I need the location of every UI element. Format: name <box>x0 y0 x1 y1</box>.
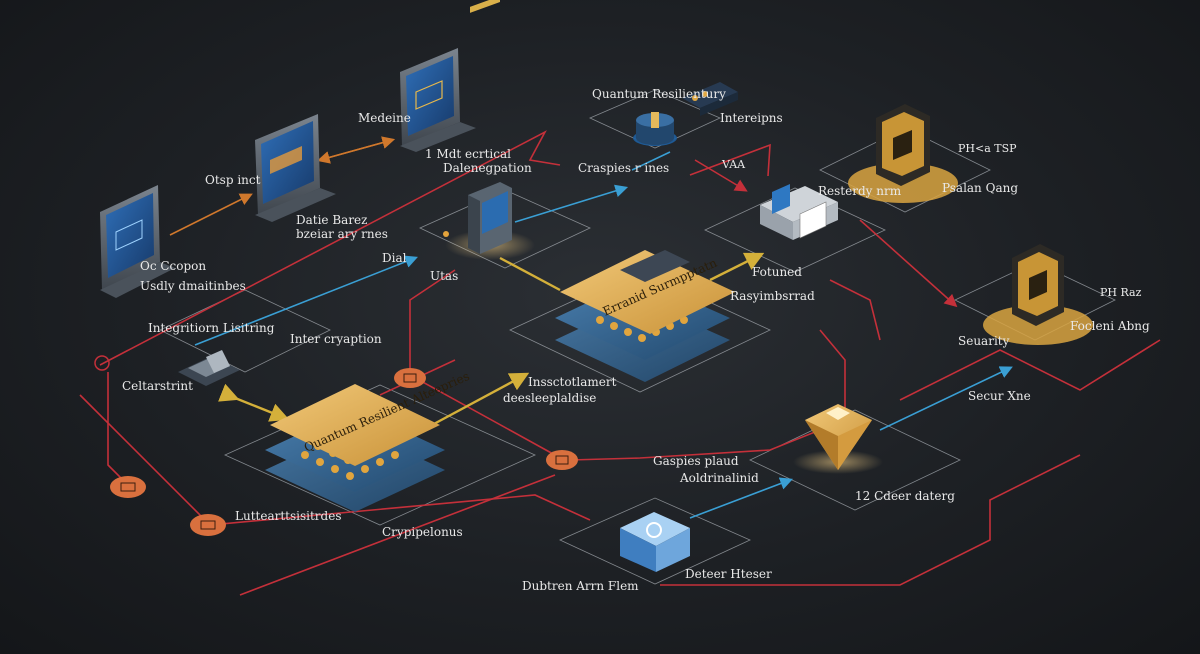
label-ph-raz: PH Raz <box>1100 286 1142 299</box>
token-3[interactable] <box>110 476 146 498</box>
pcb-stack-left[interactable] <box>265 384 445 512</box>
label-resterdy-nrm: Resterdy nrm <box>818 184 902 198</box>
orange-connectors <box>169 136 396 236</box>
token-1[interactable] <box>394 368 426 388</box>
label-deesleeplaldise: deesleeplaldise <box>503 391 596 405</box>
label-lutteattsisitrdes: Luttearttsisitrdes <box>235 509 341 523</box>
label-aoldrinalinid: Aoldrinalinid <box>679 471 759 485</box>
label-inter-cryaption: Inter cryaption <box>290 332 382 346</box>
alarm-icon[interactable] <box>94 355 110 371</box>
monitor-middle[interactable] <box>255 114 336 222</box>
blue-connectors <box>194 151 1013 519</box>
label-deteer-hteser: Deteer Hteser <box>685 567 772 581</box>
label-bzeiar-ary-rnes: bzeiar ary rnes <box>296 227 388 241</box>
label-vaa: VAA <box>721 158 746 171</box>
label-crypipelonus: Crypipelonus <box>382 525 463 539</box>
security-safe-top[interactable] <box>848 104 958 203</box>
label-usdly-dmaitinbes: Usdly dmaitinbes <box>140 279 246 293</box>
label-pha-tsp: PH<a TSP <box>958 142 1017 155</box>
label-integritiorn-listing: Integritiorn Lisitring <box>148 321 275 335</box>
gold-crystal-node[interactable] <box>793 404 883 474</box>
label-craspies-hnes: Craspies r ines <box>578 161 669 175</box>
label-otsp-inct: Otsp inct <box>205 173 261 187</box>
chip-top-right[interactable] <box>682 82 738 116</box>
label-medeine: Medeine <box>358 111 411 125</box>
document-device[interactable] <box>760 184 838 240</box>
label-fotuned: Fotuned <box>752 265 802 279</box>
security-safe-bottom[interactable] <box>983 244 1093 345</box>
label-quantum-resilientury: Quantum Resilientury <box>592 87 726 101</box>
blue-cube-node[interactable] <box>620 512 690 572</box>
monitor-right[interactable] <box>400 48 476 152</box>
gold-connectors <box>218 252 765 427</box>
label-l2-cdeer-daterg: 12 Cdeer daterg <box>855 489 955 503</box>
label-utas: Utas <box>430 269 458 283</box>
label-dial: Dial <box>382 251 407 265</box>
label-focleni-abng: Focleni Abng <box>1070 319 1150 333</box>
label-oc-ccopon: Oc Ccopon <box>140 259 206 273</box>
label-psalan-qang: Psalan Qang <box>942 181 1018 195</box>
token-2[interactable] <box>546 450 578 470</box>
red-connectors <box>79 130 1161 596</box>
label-dalenegpation: Dalenegpation <box>443 161 532 175</box>
label-rasyimbsrrad: Rasyimbsrrad <box>730 289 815 303</box>
quantum-node-top[interactable] <box>633 112 677 146</box>
pcb-stack-center[interactable] <box>555 250 735 382</box>
server-tower[interactable] <box>443 0 535 260</box>
label-intereipns: Intereipns <box>720 111 783 125</box>
label-gaspies-plaud: Gaspies plaud <box>653 454 739 468</box>
label-l-mdt-ecrtical: 1 Mdt ecrtical <box>425 147 511 161</box>
label-celtarstrint: Celtarstrint <box>122 379 193 393</box>
label-datie-barez: Datie Barez <box>296 213 367 227</box>
label-inssctotlamert: Inssctotlamert <box>528 375 617 389</box>
token-4[interactable] <box>190 514 226 536</box>
label-dubtren-arrn-flem: Dubtren Arrn Flem <box>522 579 639 593</box>
monitor-left[interactable] <box>100 185 175 298</box>
label-seuarity: Seuarity <box>958 334 1010 348</box>
label-secur-xne: Secur Xne <box>968 389 1031 403</box>
chip-left[interactable] <box>178 350 240 386</box>
